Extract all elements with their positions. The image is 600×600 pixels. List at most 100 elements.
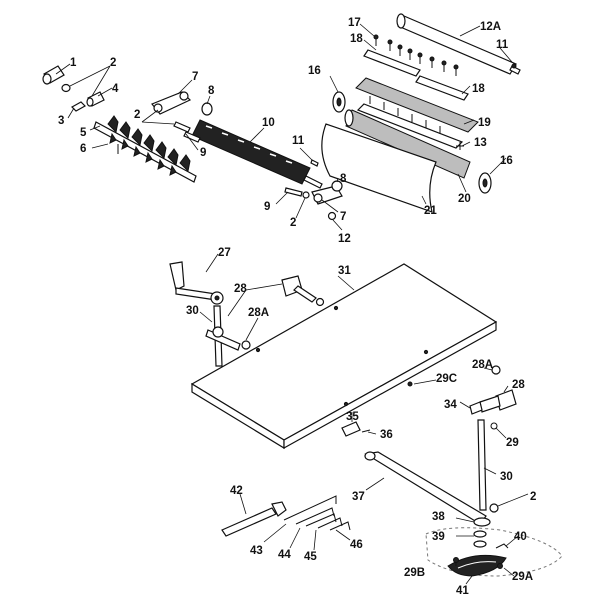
callout-42: 42 [230,485,243,497]
callout-21: 21 [424,205,437,217]
bearing-part-8 [201,102,213,116]
bolt-part-9-lower [284,187,303,197]
auger-shaft-part-5 [93,115,197,183]
callout-2: 2 [134,109,140,121]
nut-part-29A [497,563,503,569]
table-assembly [169,261,498,450]
callout-2: 2 [110,57,116,69]
screw-part-36 [361,429,371,433]
callout-43: 43 [250,545,263,557]
callout-44: 44 [278,549,291,561]
callout-5: 5 [80,127,87,139]
bearing-part-4 [86,91,105,107]
callout-12: 12 [338,233,351,245]
link-arm-part-37 [364,451,487,525]
callout-36: 36 [380,429,393,441]
callout-41: 41 [456,585,469,597]
callout-labels: 1 2 3 4 5 6 7 2 8 9 10 11 8 9 2 7 12 17 … [58,17,536,597]
cutter-head-part-10 [183,119,323,189]
screw-part-11 [511,63,517,69]
washer-part-39b [473,540,487,548]
callout-9: 9 [200,147,206,159]
nut-part-28A-right [491,365,501,375]
hex-keys-parts-43-46 [283,495,351,531]
callout-2: 2 [530,491,536,503]
callout-28: 28 [234,283,247,295]
callout-13: 13 [474,137,487,149]
cam-plate-part-41 [447,554,507,577]
callout-9: 9 [264,201,270,213]
nut-part-28A-upper [315,297,325,307]
callout-29B: 29B [404,567,425,579]
callout-11: 11 [496,39,509,51]
callout-2: 2 [290,217,296,229]
pin-part-1 [42,65,65,85]
cam-bracket-part-28-right [479,389,517,413]
callout-27: 27 [218,247,231,259]
pulley-part-16-left [332,91,346,113]
wrench-part-42 [221,501,287,537]
lift-shaft-part-30-upper [205,305,241,367]
nut-part-28A-lower [241,340,251,350]
callout-17: 17 [348,17,361,29]
base-outline [425,527,563,577]
callout-28A: 28A [248,307,269,319]
roller-part-20 [344,109,471,179]
washer-part-39 [473,530,487,538]
washer-part-2-lower [302,191,310,199]
callout-18: 18 [350,33,363,45]
callout-46: 46 [350,539,363,551]
callout-16: 16 [308,65,321,77]
bushing-part-38 [473,517,491,527]
washer-part-2-bottom [489,503,499,513]
callout-20: 20 [458,193,471,205]
clip-part-3 [71,101,86,112]
bolt-part-9 [173,121,191,133]
callout-39: 39 [432,531,445,543]
roller-assembly [321,13,521,213]
nut-part-12 [327,211,337,221]
callout-28: 28 [512,379,525,391]
callout-3: 3 [58,115,64,127]
cam-bracket-part-28 [281,275,317,303]
shield-part-21 [321,123,437,213]
washer-part-2 [61,83,71,93]
callout-29A: 29A [512,571,533,583]
callout-35: 35 [346,411,359,423]
callout-34: 34 [444,399,457,411]
callout-45: 45 [304,551,317,563]
bracket-part-7 [151,91,192,115]
key-part-11 [310,159,319,167]
table-plate-part-31 [190,263,498,450]
callout-30: 30 [500,471,513,483]
clip-part-35 [341,421,361,437]
lift-mechanism [469,365,517,511]
callout-6: 6 [80,143,86,155]
callout-38: 38 [432,511,445,523]
screws-part-17 [373,34,459,76]
callout-10: 10 [262,117,275,129]
callout-40: 40 [514,531,527,543]
callout-16: 16 [500,155,513,167]
roller-part-12A [396,13,521,75]
linkage-assembly [221,451,563,577]
callout-8: 8 [208,85,215,97]
pulley-part-16-right [478,172,492,194]
strip-part-18-upper [363,49,421,77]
leader-lines [55,23,529,585]
callout-7: 7 [340,211,346,223]
strip-part-18-lower [415,75,469,101]
clip-part-29 [490,422,498,430]
washer-part-29C [407,381,413,387]
callout-19: 19 [478,117,491,129]
nut-part-29B [453,557,459,563]
pin-part-40 [495,543,509,549]
callout-30: 30 [186,305,199,317]
callout-11: 11 [292,135,305,147]
screw-part-34 [469,401,483,415]
blade-part-19 [355,77,479,149]
callout-29C: 29C [436,373,457,385]
crank-handle-part-27 [169,261,224,305]
callout-8: 8 [340,173,347,185]
